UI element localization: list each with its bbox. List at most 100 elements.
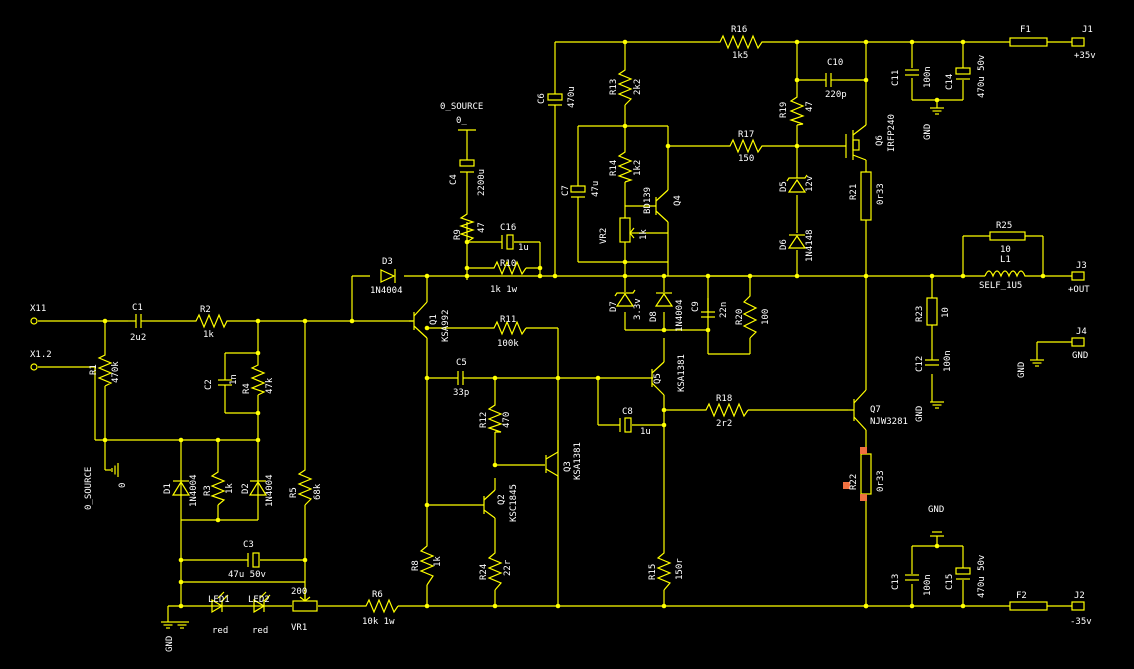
r22-highlight-pads — [843, 447, 867, 501]
c16-value: 1u — [518, 243, 529, 253]
c14-value: 470u 50v — [977, 55, 987, 98]
c8-capacitor — [619, 417, 632, 433]
ground-bottom-icon — [930, 531, 944, 537]
gnd-j4-label: GND — [1017, 362, 1027, 378]
c3-value: 47u 50v — [228, 570, 266, 580]
j1-label: J1 — [1082, 25, 1093, 35]
j3-label: J3 — [1076, 261, 1087, 271]
r9-resistor — [459, 210, 475, 243]
r22-resistor — [860, 453, 872, 495]
j4-connector — [1071, 337, 1085, 347]
d6-label: D6 — [779, 239, 789, 250]
r19-label: R19 — [779, 102, 789, 118]
vr1-value: 200 — [291, 587, 307, 597]
q7-label: Q7 — [870, 405, 881, 415]
c12-label: C12 — [915, 356, 925, 372]
c11-value: 100n — [923, 66, 933, 88]
d1-diode — [171, 475, 191, 500]
d3-value: 1N4004 — [370, 286, 403, 296]
c13-capacitor — [905, 574, 919, 581]
c13-label: C13 — [891, 574, 901, 590]
r3-value: 1k — [225, 483, 235, 494]
r24-label: R24 — [479, 564, 489, 580]
r16-resistor — [710, 34, 770, 50]
junctions — [102, 39, 1046, 609]
c1-value: 2u2 — [130, 333, 146, 343]
c10-capacitor — [822, 73, 838, 87]
r8-label: R8 — [411, 560, 421, 571]
c3-label: C3 — [243, 540, 254, 550]
c1-label: C1 — [132, 303, 143, 313]
c16-capacitor — [501, 234, 514, 250]
r25-resistor — [989, 231, 1026, 241]
q3-label: Q3 — [563, 461, 573, 472]
c7-value: 47u — [591, 181, 601, 197]
c9-value: 22n — [719, 302, 729, 318]
r1-value: 470k — [111, 361, 121, 383]
j4-label: J4 — [1076, 327, 1087, 337]
d2-label: D2 — [241, 483, 251, 494]
r20-resistor — [742, 290, 758, 339]
q2-transistor — [483, 489, 496, 519]
r9-value: 47 — [477, 222, 487, 233]
r18-resistor — [700, 402, 749, 418]
r21-resistor — [860, 171, 872, 221]
c12-capacitor — [925, 359, 939, 366]
c6-value: 470u — [567, 86, 577, 108]
r15-resistor — [656, 548, 672, 591]
d3-diode — [380, 269, 396, 283]
c11-label: C11 — [891, 70, 901, 86]
c7-label: C7 — [561, 185, 571, 196]
r19-value: 47 — [805, 101, 815, 112]
gnd-top-label: GND — [923, 124, 933, 140]
r6-label: R6 — [372, 590, 383, 600]
d7-value: 3.3v — [633, 298, 643, 320]
f1-fuse — [1009, 37, 1048, 47]
r4-value: 47k — [265, 377, 275, 394]
d5-diode — [786, 174, 808, 193]
led2 — [253, 591, 271, 614]
j1-value: +35v — [1074, 51, 1096, 61]
r5-label: R5 — [289, 487, 299, 498]
vr2-trimmer — [619, 217, 637, 243]
x11-terminal — [30, 317, 38, 325]
ground-top-icon — [929, 107, 945, 115]
r10-resistor — [488, 260, 527, 276]
vr1-label: VR1 — [291, 623, 307, 633]
d3-label: D3 — [382, 257, 393, 267]
d5-label: D5 — [779, 181, 789, 192]
d1-label: D1 — [163, 483, 173, 494]
r14-resistor — [617, 148, 633, 183]
r10-label: R10 — [500, 259, 516, 269]
c5-label: C5 — [456, 358, 467, 368]
c4-label: C4 — [449, 174, 459, 185]
d2-value: 1N4004 — [265, 474, 275, 507]
r25-label: R25 — [996, 221, 1012, 231]
r10-value: 1k 1w — [490, 285, 518, 295]
r16-label: R16 — [731, 25, 747, 35]
x12-label: X1.2 — [30, 350, 52, 360]
q1-transistor — [409, 301, 428, 339]
l1-value: SELF_1U5 — [979, 281, 1022, 291]
r23-resistor — [926, 297, 938, 326]
x11-label: X11 — [30, 304, 46, 314]
r24-value: 22r — [503, 559, 513, 576]
r25-value: 10 — [1000, 245, 1011, 255]
r20-value: 100 — [761, 309, 771, 325]
c14-capacitor — [955, 67, 971, 80]
d8-label: D8 — [649, 311, 659, 322]
r2-value: 1k — [203, 330, 214, 340]
j4-value: GND — [1072, 351, 1088, 361]
c11-capacitor — [905, 69, 919, 76]
q4-value: BD139 — [643, 187, 653, 214]
r22-value: 0r33 — [876, 470, 886, 492]
d5-value: 12v — [805, 176, 815, 192]
r2-resistor — [186, 313, 232, 329]
c15-label: C15 — [945, 574, 955, 590]
d7-label: D7 — [609, 301, 619, 312]
r5-value: 68k — [313, 483, 323, 500]
r17-value: 150 — [738, 154, 754, 164]
r15-value: 150r — [675, 558, 685, 580]
r20-label: R20 — [735, 309, 745, 325]
r18-label: R18 — [716, 394, 732, 404]
